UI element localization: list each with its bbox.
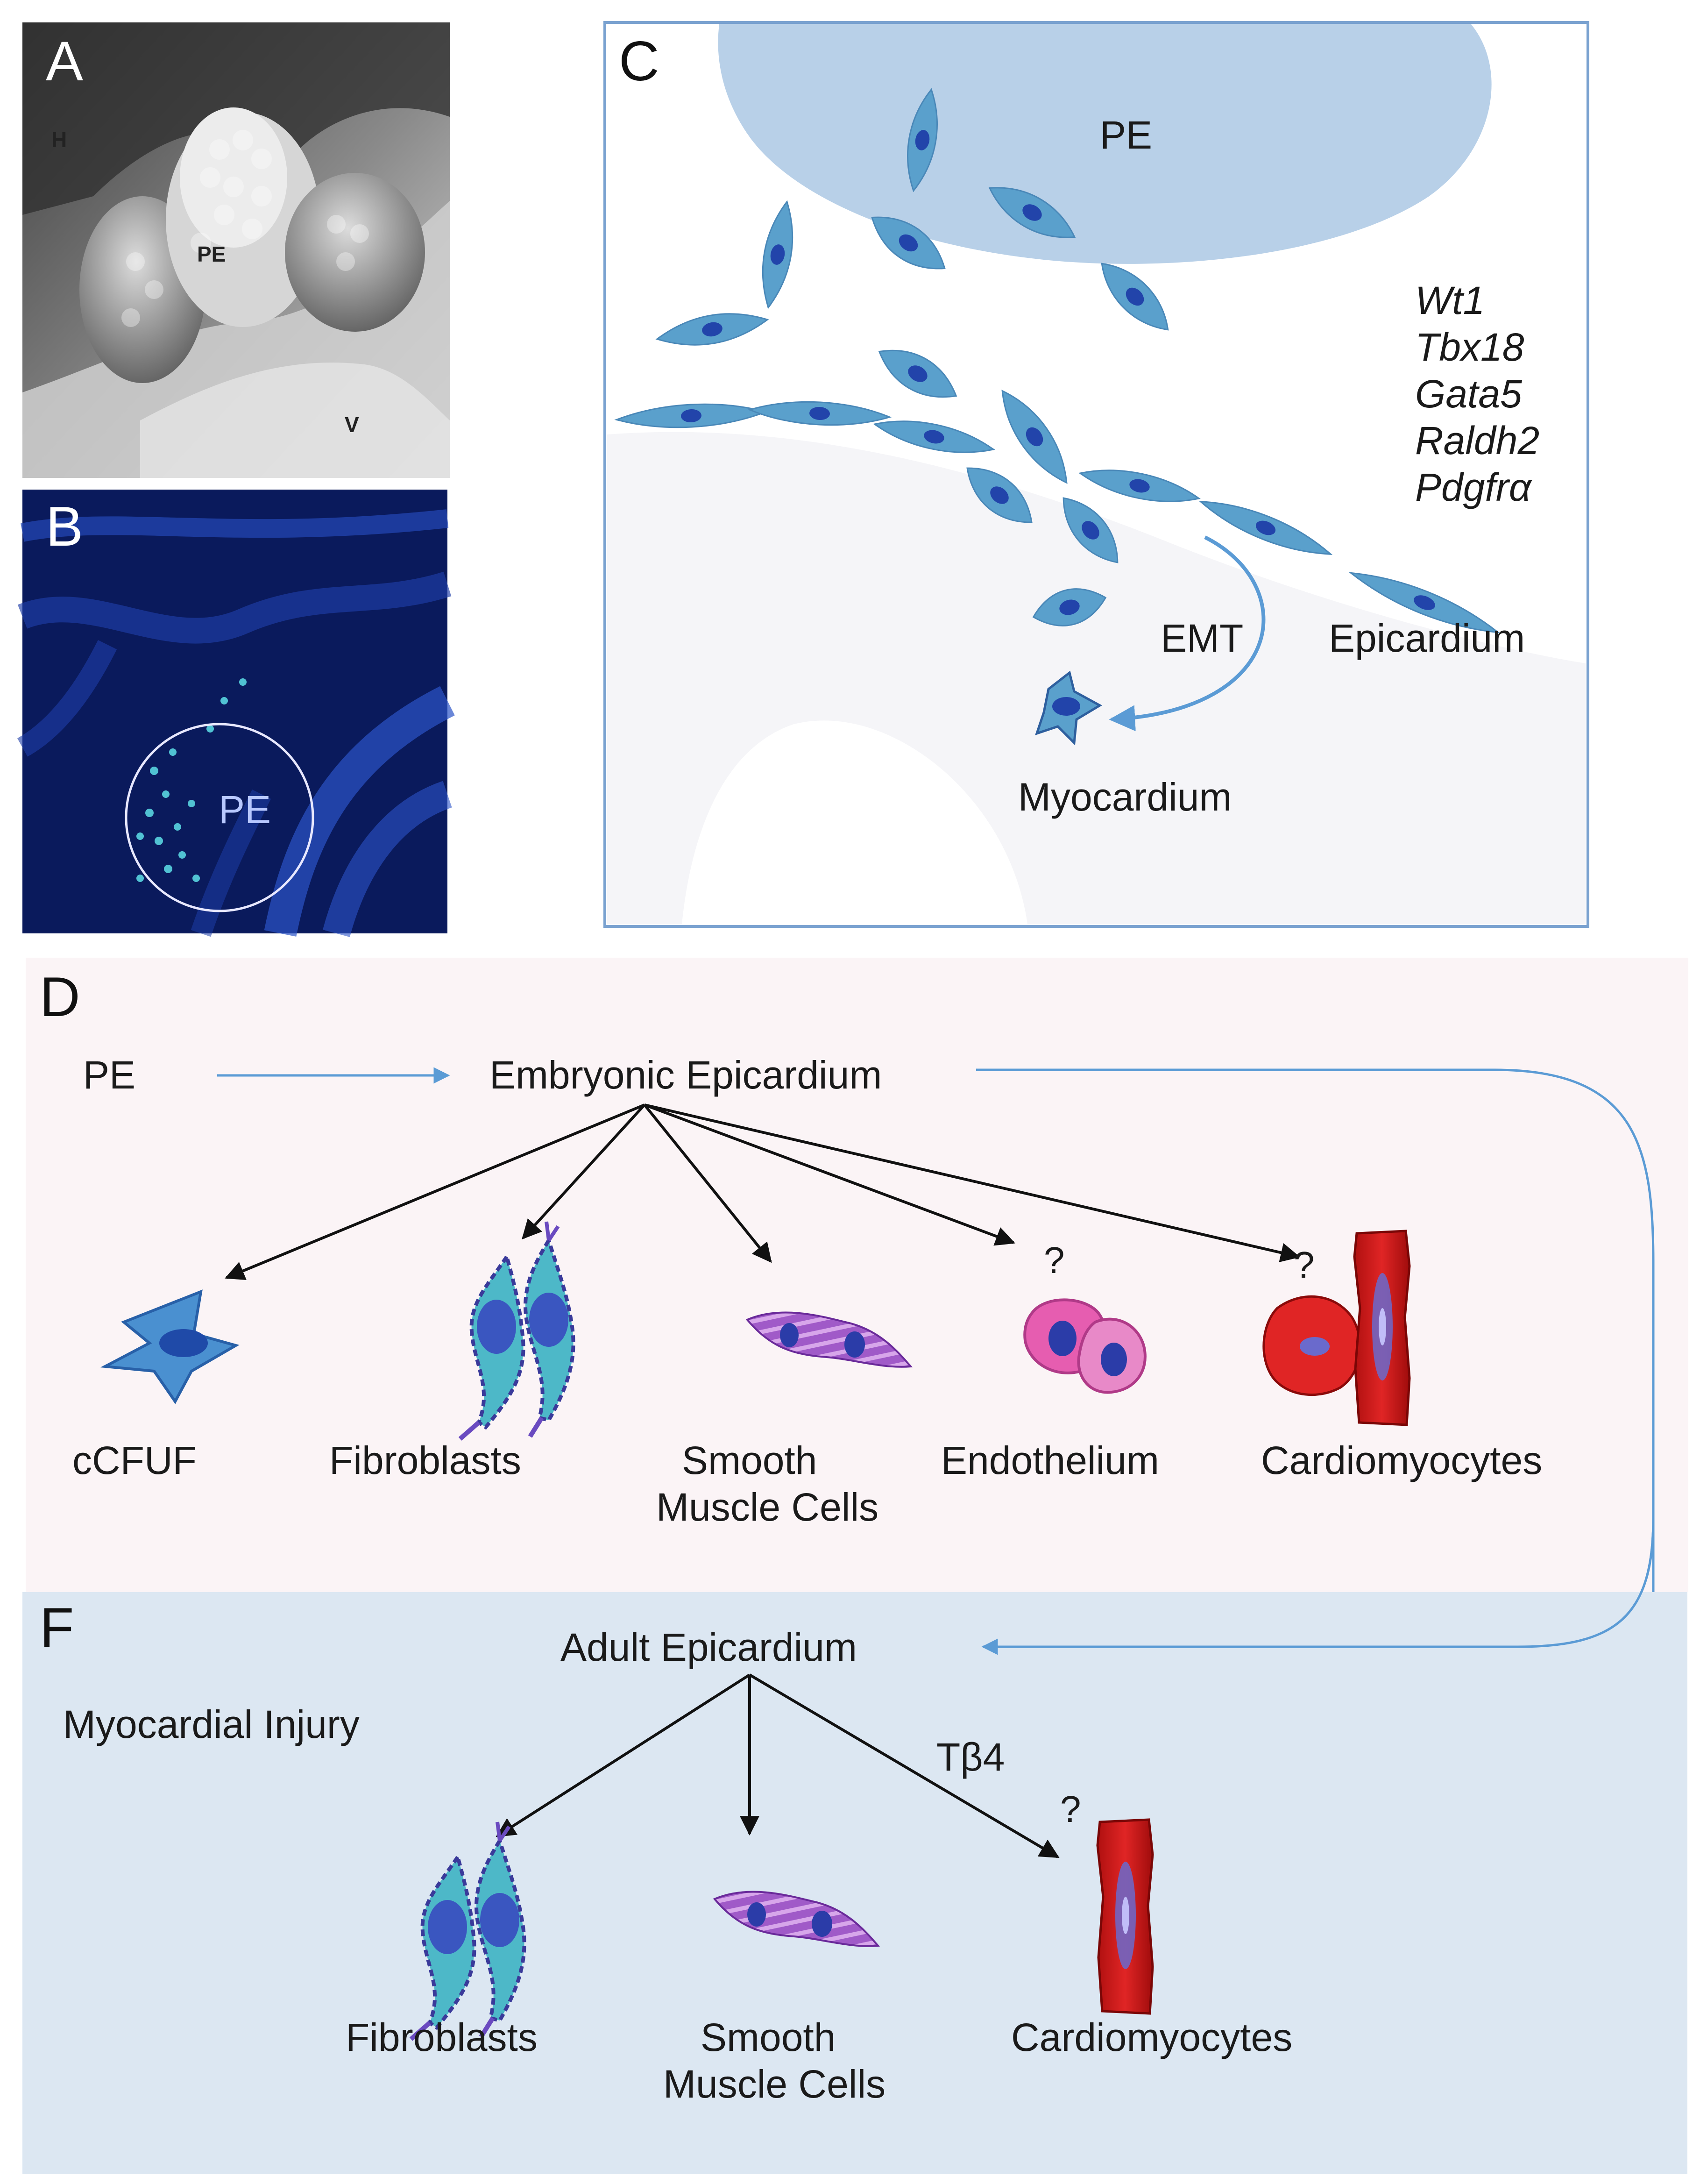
panel-d-cardiomyocyte-question: ?: [1294, 1244, 1315, 1286]
panel-c-gene-2: Tbx18: [1415, 325, 1524, 369]
panel-f-source-label: Adult Epicardium: [560, 1625, 857, 1669]
panel-f-cell-label-muscle-cells: Muscle Cells: [663, 2062, 885, 2106]
panel-b-letter: B: [46, 495, 83, 558]
cfuf-nucleus: [159, 1329, 208, 1357]
panel-d-cell-label-smooth: Smooth: [682, 1438, 817, 1482]
panel-f-cardiomyocyte-question: ?: [1060, 1788, 1081, 1830]
panel-d-letter: D: [40, 966, 80, 1028]
panel-d-cell-label-cardiomyocytes: Cardiomyocytes: [1261, 1438, 1542, 1482]
panel-c-gene-4: Raldh2: [1415, 419, 1539, 462]
panel-b-micrograph: [17, 490, 455, 937]
panel-a-label-pe: PE: [197, 242, 226, 266]
panel-c-migrating-cells: [614, 88, 1501, 746]
panel-c-emt-arrow: [1109, 535, 1266, 732]
panel-f-cell-label-smooth: Smooth: [701, 2015, 836, 2059]
panel-a-label-h: H: [51, 128, 67, 152]
panel-c-gene-1: Wt1: [1415, 278, 1485, 322]
panel-d-background: [26, 958, 1688, 1592]
panel-d-cell-label-muscle-cells: Muscle Cells: [656, 1485, 878, 1529]
panel-c-pe-region: [718, 24, 1492, 264]
panel-c-myocardium-label: Myocardium: [1018, 775, 1232, 819]
panel-c-pe-label: PE: [1100, 113, 1152, 157]
panel-d-cardiomyocytes: [1262, 1231, 1410, 1425]
panel-a-label-v: V: [345, 413, 359, 437]
panel-f-lineage-arrows: [496, 1673, 1060, 1858]
panel-a-letter: A: [46, 30, 83, 92]
panel-c-gene-5: Pdgfrα: [1415, 465, 1532, 509]
panel-f-factor-label: Tβ4: [936, 1735, 1005, 1779]
panel-f-injury-label: Myocardial Injury: [63, 1702, 360, 1746]
panel-c-gene-3: Gata5: [1415, 372, 1522, 416]
panel-c-emt-label: EMT: [1161, 616, 1243, 660]
embryonic-to-adult-arrow-tail: [1214, 1518, 1655, 1648]
panel-c-epicardium-label: Epicardium: [1329, 616, 1525, 660]
panel-f-letter: F: [40, 1596, 74, 1659]
panel-f-background: [22, 1592, 1687, 2174]
panel-d-cell-label-fibroblasts: Fibroblasts: [329, 1438, 521, 1482]
panel-a-micrograph: [22, 22, 450, 478]
endothelial-cells: [1023, 1298, 1147, 1394]
panel-f-cardiomyocyte-cell: [1098, 1820, 1153, 2013]
panel-d-endothelium-question: ?: [1044, 1239, 1065, 1281]
panel-d-cell-label-endothelium: Endothelium: [941, 1438, 1159, 1482]
panel-d-lineage-arrows: [225, 1103, 1301, 1280]
panel-d-pe-label: PE: [83, 1053, 135, 1097]
panel-f-cell-label-fibroblasts: Fibroblasts: [346, 2015, 538, 2059]
panel-d-cell-label-cfuf: cCFUF: [72, 1438, 197, 1482]
panel-f-cell-label-cardiomyocytes: Cardiomyocytes: [1011, 2015, 1292, 2059]
panel-c-letter: C: [619, 30, 659, 92]
panel-d-source-label: Embryonic Epicardium: [489, 1053, 882, 1097]
panel-b-label-pe: PE: [219, 788, 271, 832]
